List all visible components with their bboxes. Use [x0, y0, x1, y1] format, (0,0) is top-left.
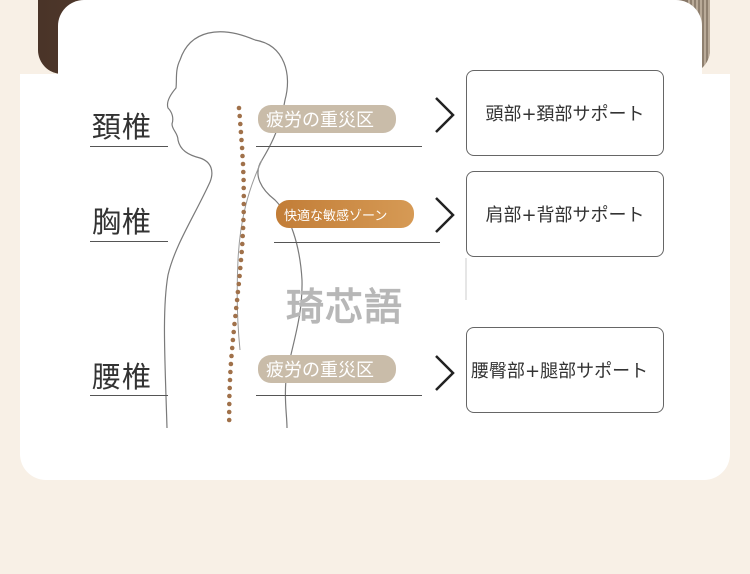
- spine-dot: [238, 265, 243, 271]
- spine-dot: [241, 169, 246, 175]
- support-card-head-neck: 頭部+頚部サポート: [466, 70, 664, 156]
- region-label-lumbar: 腰椎: [92, 360, 153, 394]
- spine-dot: [232, 321, 237, 327]
- spine-dot: [238, 121, 243, 127]
- spine-dot: [240, 153, 245, 159]
- spine-dot: [241, 193, 247, 199]
- body-outline-front: [163, 31, 256, 429]
- spine-dot: [230, 337, 236, 343]
- spine-dot: [241, 217, 246, 223]
- spine-dot: [231, 329, 236, 335]
- spine-dot: [234, 297, 240, 303]
- spine-dot: [227, 401, 232, 407]
- chevron-right-icon: [435, 355, 455, 391]
- brand-watermark: 琦芯語: [286, 285, 404, 329]
- arm-outline: [236, 159, 263, 351]
- spine-dot: [241, 185, 246, 191]
- spine-dot: [240, 161, 246, 167]
- spine-dot: [240, 233, 245, 239]
- support-card-shoulder-back: 肩部+背部サポート: [466, 171, 664, 257]
- spine-dot: [229, 345, 235, 351]
- spine-dot: [241, 201, 247, 207]
- spine-dot: [241, 177, 246, 183]
- spine-dot: [226, 417, 232, 423]
- spine-dot: [227, 377, 233, 383]
- spine-dot: [241, 209, 246, 215]
- spine-dot: [229, 353, 234, 359]
- spine-dots: [226, 105, 247, 423]
- spine-dot: [228, 369, 233, 375]
- chevron-right-icon: [435, 97, 455, 133]
- spine-dot: [237, 273, 242, 279]
- spine-dot: [239, 145, 245, 151]
- spine-dot: [228, 361, 234, 367]
- badge-underline: [256, 395, 422, 396]
- spine-dot: [227, 385, 232, 391]
- support-card-hip-thigh: 腰臀部+腿部サポート: [466, 327, 664, 413]
- chevron-right-icon: [435, 197, 455, 233]
- spine-dot: [236, 281, 242, 287]
- spine-dot: [236, 105, 242, 111]
- spine-dot: [240, 225, 246, 231]
- spine-dot: [240, 241, 245, 247]
- spine-dot: [239, 249, 244, 255]
- spine-dot: [235, 289, 241, 295]
- badge-underline: [256, 146, 422, 147]
- spine-dot: [237, 113, 242, 119]
- spine-dot: [233, 305, 239, 311]
- label-underline: [90, 241, 168, 242]
- spine-dot: [238, 129, 244, 135]
- fatigue-badge-lumbar: 疲労の重災区: [258, 355, 396, 383]
- label-underline: [90, 395, 168, 396]
- region-label-cervical: 頚椎: [92, 110, 153, 144]
- spine-dot: [238, 257, 244, 263]
- fatigue-badge-cervical: 疲労の重災区: [258, 105, 396, 133]
- spine-dot: [226, 409, 232, 415]
- label-underline: [90, 146, 168, 147]
- spine-dot: [239, 137, 244, 143]
- comfort-badge-thoracic: 快適な敏感ゾーン: [276, 200, 414, 228]
- region-label-thoracic: 胸椎: [92, 205, 153, 239]
- spine-dot: [227, 393, 232, 399]
- badge-underline: [274, 242, 440, 243]
- spine-dot: [233, 313, 238, 319]
